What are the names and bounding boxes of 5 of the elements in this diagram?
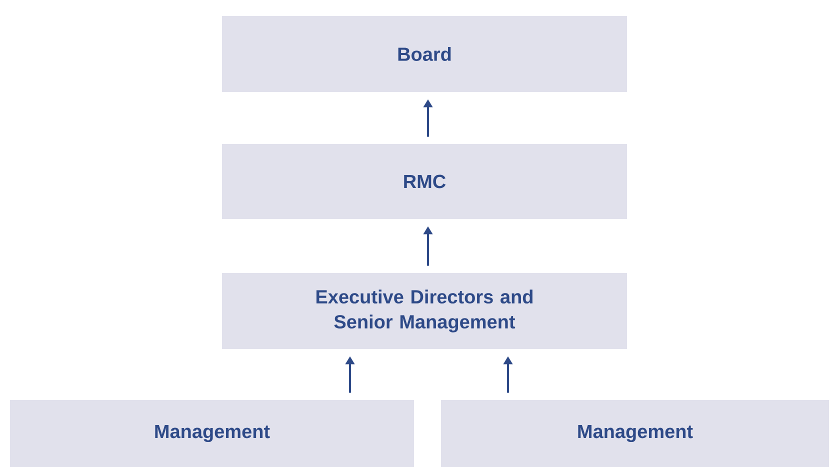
org-box: Management: [10, 400, 414, 467]
org-box: Management: [441, 400, 829, 467]
org-box: RMC: [222, 144, 627, 219]
org-box: Board: [222, 16, 627, 92]
org-box: Executive Directors and Senior Management: [222, 273, 627, 349]
